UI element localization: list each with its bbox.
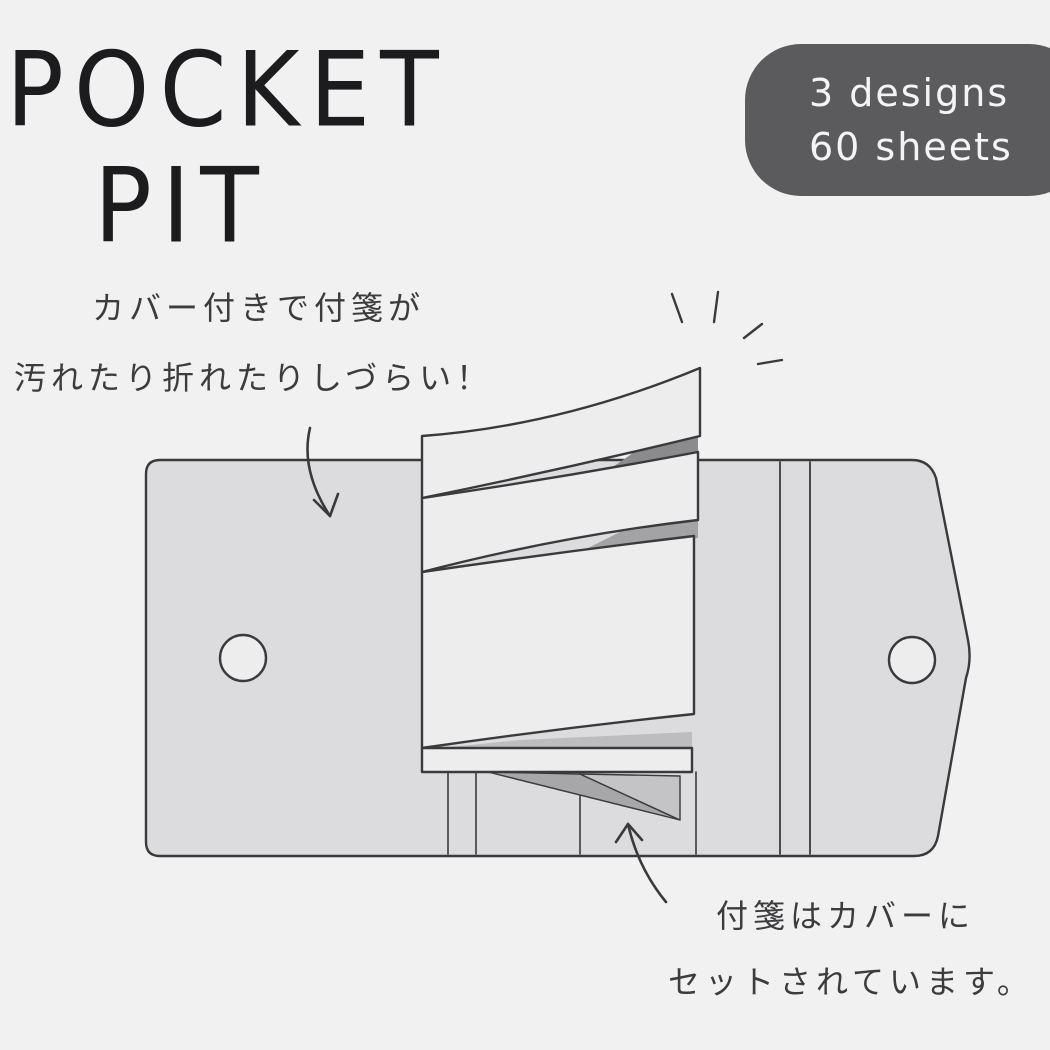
badge-sheets-count: 60 sheets	[809, 125, 1013, 169]
sticky-sheet	[420, 746, 694, 774]
sticky-sheet-flap	[420, 366, 702, 500]
product-title-line-1: POCKET	[6, 29, 449, 151]
accent-mark	[742, 322, 764, 340]
arrow-head	[312, 492, 340, 518]
set-note-line-2: セットされています。	[668, 963, 1034, 1001]
cover-note-line-1: カバー付きで付箋が	[92, 289, 426, 327]
cover-note-line-2: 汚れたり折れたりしづらい！	[14, 359, 494, 397]
sheet-shadow	[440, 732, 692, 748]
accent-mark	[670, 292, 684, 324]
badge-designs-count: 3 designs	[809, 71, 1010, 115]
sticky-sheet	[420, 450, 700, 574]
product-title-line-2: PIT	[94, 145, 269, 267]
arrow-to-sheets	[626, 822, 668, 904]
arrow-to-cover	[306, 426, 332, 518]
sheet-shadow	[580, 520, 698, 552]
arrow-head	[614, 822, 644, 844]
count-badge: 3 designs 60 sheets	[745, 44, 1050, 196]
sticky-sheet	[420, 534, 696, 750]
accent-mark	[712, 290, 720, 324]
snap-button-icon	[887, 635, 937, 685]
accent-mark	[756, 358, 784, 366]
snap-button-icon	[218, 633, 268, 683]
set-note-line-1: 付箋はカバーに	[716, 897, 976, 935]
sheet-edge	[579, 773, 681, 821]
